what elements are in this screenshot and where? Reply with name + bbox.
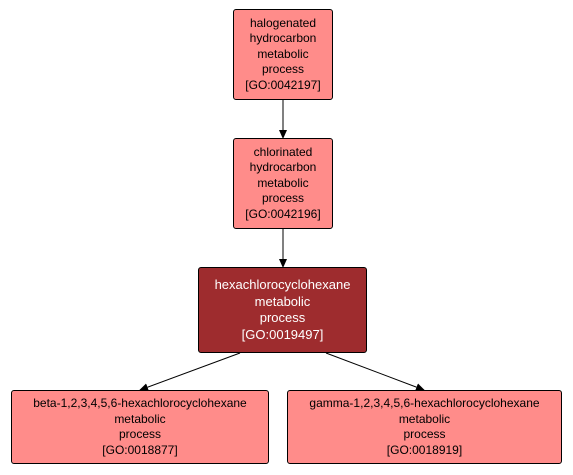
- node-label-line: hexachlorocyclohexane: [214, 277, 351, 292]
- node-go-id: [GO:0018877]: [102, 442, 178, 457]
- node-label-line: hydrocarbon: [249, 31, 317, 46]
- node-chlorinated-hydrocarbon-metabolic-process[interactable]: chlorinated hydrocarbon metabolic proces…: [233, 138, 333, 229]
- node-label-line: process: [261, 62, 305, 77]
- node-label-line: metabolic: [254, 293, 311, 309]
- node-label-line: hydrocarbon: [249, 160, 317, 175]
- node-label-line: metabolic: [257, 46, 309, 61]
- node-label-line: halogenated: [249, 15, 317, 30]
- node-go-id: [GO:0042196]: [245, 206, 321, 221]
- node-label-line: beta-1,2,3,4,5,6-hexachlorocyclohexane: [33, 396, 247, 410]
- node-label-line: process: [403, 427, 446, 441]
- node-label-line: process: [259, 310, 306, 325]
- node-label-line: metabolic: [398, 411, 451, 426]
- node-label-line: metabolic: [114, 411, 166, 426]
- node-label-line: process: [118, 427, 162, 441]
- node-label-line: process: [261, 191, 305, 206]
- edge-0019497-to-0018919: [325, 352, 425, 391]
- node-label-line: gamma-1,2,3,4,5,6-hexachlorocyclohexane: [309, 396, 540, 410]
- edge-0019497-to-0018877: [139, 352, 241, 391]
- node-label-line: metabolic: [257, 175, 309, 190]
- node-gamma-hexachlorocyclohexane-metabolic-process[interactable]: gamma-1,2,3,4,5,6-hexachlorocyclohexane …: [287, 390, 562, 464]
- node-go-id: [GO:0018919]: [386, 442, 463, 457]
- node-label-line: chlorinated: [253, 144, 313, 159]
- node-beta-hexachlorocyclohexane-metabolic-process[interactable]: beta-1,2,3,4,5,6-hexachlorocyclohexane m…: [11, 390, 269, 464]
- node-halogenated-hydrocarbon-metabolic-process[interactable]: halogenated hydrocarbon metabolic proces…: [233, 9, 333, 100]
- node-go-id: [GO:0042197]: [245, 77, 321, 92]
- node-hexachlorocyclohexane-metabolic-process[interactable]: hexachlorocyclohexane metabolic process …: [198, 267, 367, 353]
- node-go-id: [GO:0019497]: [241, 326, 324, 342]
